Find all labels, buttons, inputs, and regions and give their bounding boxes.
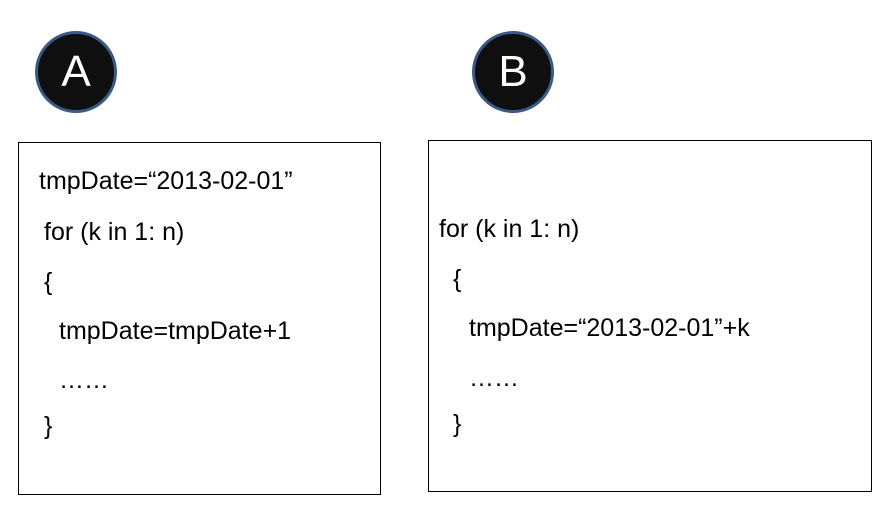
- code-panel-b: for (k in 1: n) { tmpDate=“2013-02-01”+k…: [428, 140, 872, 492]
- code-line: tmpDate=“2013-02-01”+k: [469, 314, 750, 342]
- code-panel-a: tmpDate=“2013-02-01” for (k in 1: n) { t…: [18, 142, 381, 495]
- panel-b-badge: B: [472, 31, 554, 113]
- panel-a-badge: A: [35, 31, 117, 113]
- code-line: {: [44, 268, 53, 296]
- code-line: tmpDate=“2013-02-01”: [39, 167, 293, 195]
- code-line: tmpDate=tmpDate+1: [59, 317, 292, 345]
- code-line: }: [453, 410, 462, 438]
- code-line: for (k in 1: n): [44, 218, 185, 246]
- panel-b-label: B: [498, 47, 528, 96]
- code-line: }: [44, 412, 53, 440]
- code-line: ……: [59, 366, 109, 394]
- panel-a-label: A: [61, 47, 91, 96]
- code-line: for (k in 1: n): [439, 215, 580, 243]
- code-line: ……: [469, 364, 519, 392]
- code-line: {: [453, 265, 462, 293]
